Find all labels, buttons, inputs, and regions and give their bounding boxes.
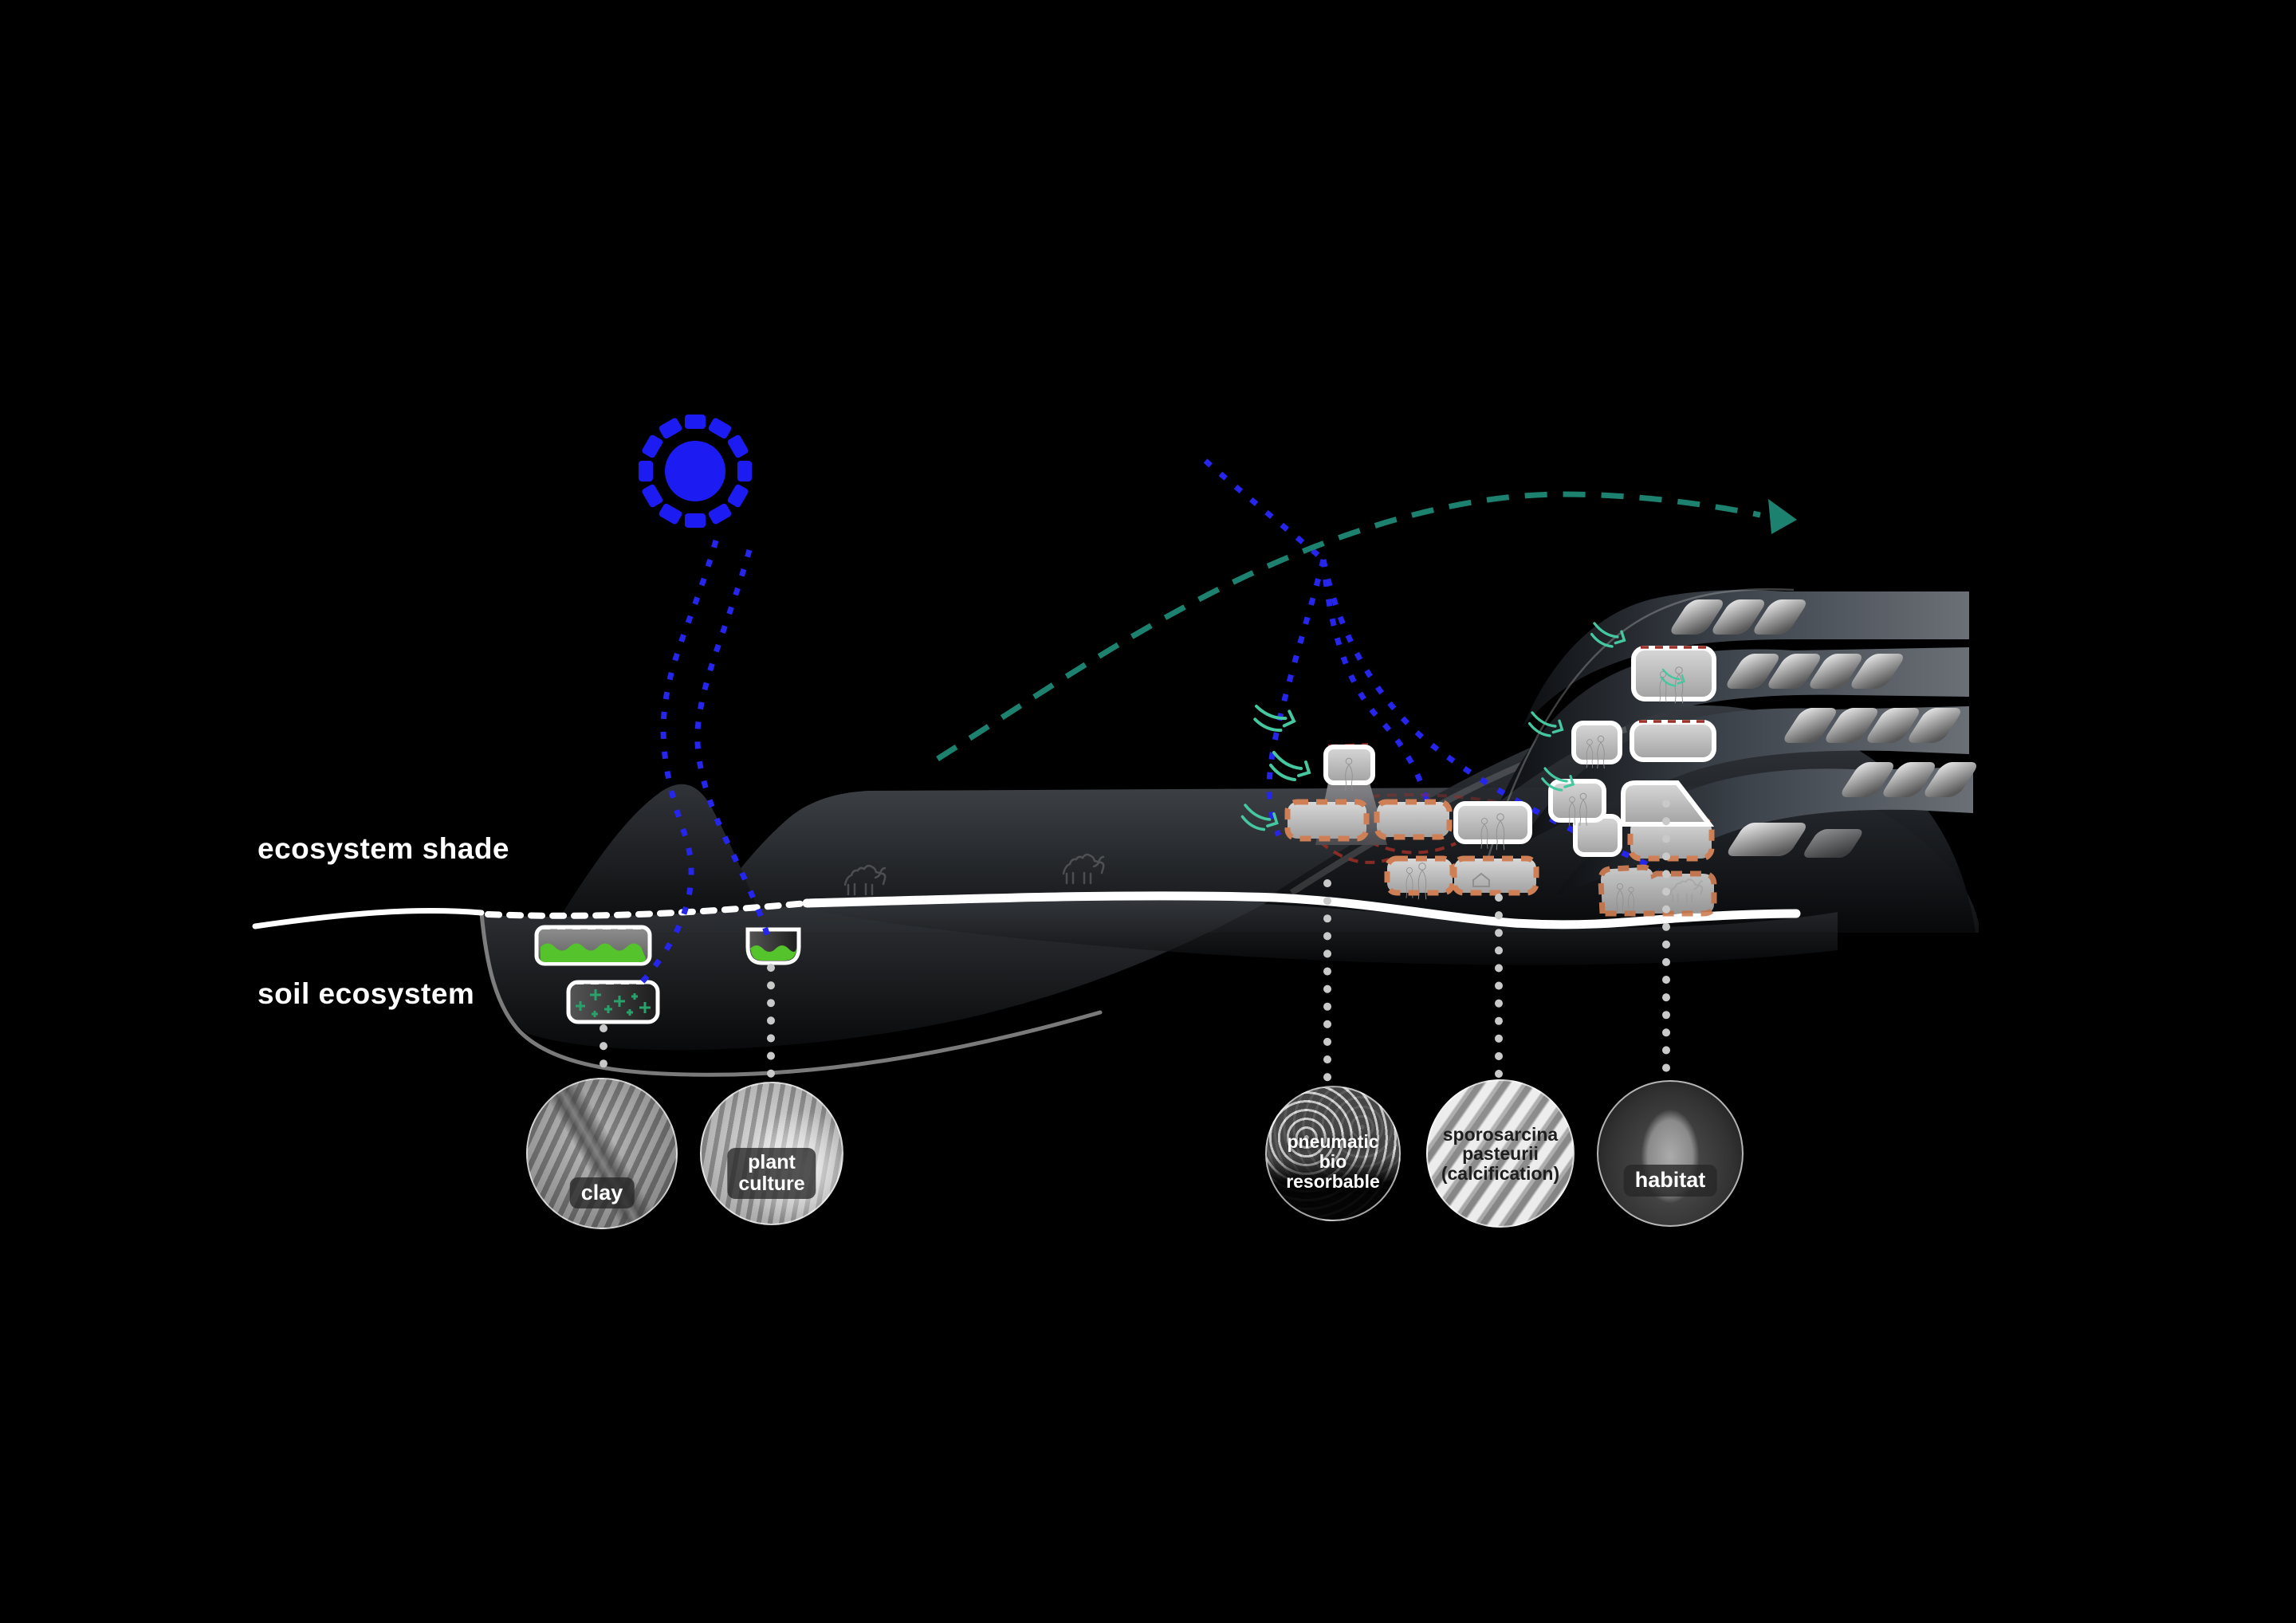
white-room-figures (1453, 801, 1532, 851)
leader-lines (600, 800, 1670, 1085)
inset-sporosarcina-photo: sporosarcina pasteurii (calcification) (1426, 1079, 1575, 1228)
ecosystem-shade-label: ecosystem shade (258, 832, 510, 865)
module-cluster-right (1598, 864, 1717, 917)
nutrient-plus-icons (576, 989, 651, 1017)
left-dune-mound (550, 784, 767, 933)
terrace-ridge-4 (1555, 767, 1973, 897)
inset-habitat-label: habitat (1623, 1165, 1717, 1197)
louver-slabs (1667, 599, 1980, 858)
inset-clay-label: clay (569, 1177, 635, 1208)
water-fill (541, 943, 646, 962)
inset-pneumatic-photo: pneumatic bio resorbable (1265, 1086, 1401, 1221)
water-basin (534, 925, 652, 966)
ground-line-dashed (485, 900, 810, 919)
inset-plant-culture-photo: plant culture (700, 1082, 843, 1225)
inset-habitat-photo: habitat (1597, 1080, 1744, 1227)
nutrient-box (566, 980, 660, 1024)
inset-plant-culture-label: plant culture (727, 1147, 816, 1199)
sun-icon (639, 415, 752, 528)
ground-modules (1284, 799, 1717, 917)
ground-line-main (802, 891, 1801, 929)
inset-pneumatic-label: pneumatic bio resorbable (1286, 1131, 1380, 1193)
terrace-ridge-1 (1523, 590, 1969, 727)
inset-clay-photo: clay (526, 1078, 678, 1229)
inset-sporosarcina-label: sporosarcina pasteurii (calcification) (1441, 1123, 1560, 1185)
soil-ecosystem-label: soil ecosystem (258, 977, 475, 1010)
wind-arrowhead-icon (1768, 499, 1797, 534)
sunlight-dotted-lines (635, 458, 1660, 989)
culture-fill (750, 945, 796, 961)
plant-culture-basin (745, 927, 801, 965)
terrace-crest-outline (1483, 588, 1795, 871)
module-house-sketch (1406, 855, 1539, 900)
house-sketch-icon (1472, 872, 1490, 887)
wind-dashed-arrow (936, 491, 1797, 761)
ground-line-left (252, 907, 485, 929)
soil-wedge-right (809, 897, 1838, 965)
soil-pit-outline (479, 911, 1103, 1077)
